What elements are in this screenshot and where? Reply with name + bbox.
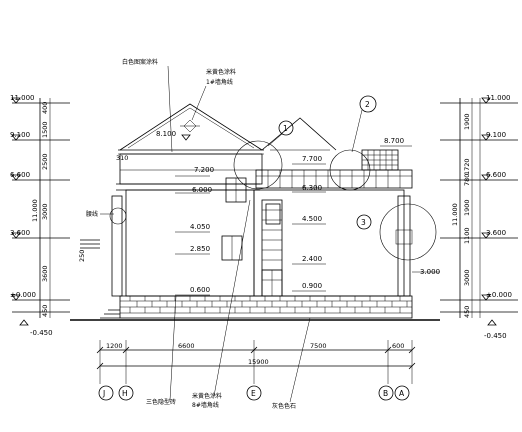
left-dim-11000: 11.000 [31, 199, 39, 222]
right-dim-3000: 3000 [463, 269, 471, 286]
detail-marker-3 [356, 214, 372, 230]
level-7700: 7.700 [302, 155, 322, 163]
level-0900: 0.900 [302, 282, 322, 290]
note-three-color-brick: 三色隐型砖 [146, 398, 176, 406]
brick-pattern [120, 296, 412, 314]
note-waist-line: 腰线 [86, 210, 98, 218]
right-level-11000: 11.000 [486, 94, 511, 102]
svg-text:J: J [102, 389, 105, 398]
left-level-column: 11.000 9.100 6.600 3.600 ±0.000 -0.450 4… [10, 94, 70, 337]
building [80, 103, 413, 319]
right-dim-1900a: 1900 [463, 113, 471, 130]
dim-total-15900: 15900 [248, 358, 269, 366]
svg-text:E: E [251, 389, 256, 398]
right-dim-1100: 1100 [463, 227, 471, 244]
note-gray-stone: 灰色色石 [272, 402, 296, 410]
right-dim-780: 780 [463, 174, 471, 186]
level-8100: 8.100 [156, 130, 176, 138]
detail-label-1: 1 [283, 124, 288, 133]
left-dim-400: 400 [41, 102, 49, 114]
right-level-6600: 6.600 [486, 171, 506, 179]
note-beige-paint-top: 米黄色涂料 [206, 68, 236, 76]
level-4050: 4.050 [190, 223, 210, 231]
left-level-3600: 3.600 [10, 229, 30, 237]
level-7200: 7.200 [194, 166, 214, 174]
bottom-dimensions: 1200 6600 7500 600 15900 [96, 340, 416, 384]
detail-circle-2 [329, 149, 371, 191]
detail-callouts: 1 2 3 [109, 95, 437, 261]
level-0600: 0.600 [190, 286, 210, 294]
detail-label-2: 2 [365, 100, 370, 109]
left-level-11000: 11.000 [10, 94, 35, 102]
right-level-column: 11.000 9.100 6.600 3.600 ±0.000 -0.450 1… [440, 94, 518, 340]
level-6300: 6.300 [302, 184, 322, 192]
right-dim-1720: 1720 [463, 158, 471, 175]
left-level-minus0450: -0.450 [30, 329, 53, 337]
left-level-6600: 6.600 [10, 171, 30, 179]
axis-H [118, 385, 134, 401]
axis-B [378, 385, 394, 401]
note-cornice-1: 1#墙角线 [206, 78, 233, 86]
right-dim-1900b: 1900 [463, 199, 471, 216]
left-dim-2500: 2500 [41, 153, 49, 170]
annotations: 白色图案涂料 米黄色涂料 1#墙角线 腰线 三色隐型砖 米黄色涂料 8#墙角线 … [86, 58, 311, 410]
svg-text:H: H [122, 389, 128, 398]
dim-7500: 7500 [310, 342, 327, 350]
left-level-9100: 9.100 [10, 131, 30, 139]
axis-A [394, 385, 410, 401]
svg-text:A: A [399, 389, 405, 398]
svg-text:B: B [383, 389, 388, 398]
axis-bubbles: J H E B A [98, 385, 410, 401]
detail-marker-2 [359, 95, 377, 113]
right-dim-450: 450 [463, 306, 471, 318]
detail-label-3: 3 [361, 218, 366, 227]
dim-600: 600 [392, 342, 404, 350]
left-dim-3000: 3000 [41, 203, 49, 220]
right-level-0000: ±0.000 [486, 291, 512, 299]
right-dim-11000: 11.000 [451, 203, 459, 226]
right-level-3600: 3.600 [486, 229, 506, 237]
note-white-pattern-paint: 白色图案涂料 [122, 58, 158, 66]
left-dim-450: 450 [41, 305, 49, 317]
side-stair [80, 239, 100, 249]
level-2400: 2.400 [302, 255, 322, 263]
right-level-minus0450: -0.450 [484, 332, 507, 340]
gable-roof [119, 103, 263, 151]
level-8700: 8.700 [384, 137, 404, 145]
level-2850: 2.850 [190, 245, 210, 253]
left-dim-1500: 1500 [41, 121, 49, 138]
dim-1200: 1200 [106, 342, 123, 350]
detail-circle-3 [379, 203, 437, 261]
level-3000: 3.000 [420, 268, 440, 276]
dim-6600: 6600 [178, 342, 195, 350]
dim-310: 310 [116, 154, 128, 162]
detail-marker-1 [278, 120, 294, 136]
note-cornice-8: 8#墙角线 [192, 401, 219, 409]
level-4500: 4.500 [302, 215, 322, 223]
right-level-9100: 9.100 [486, 131, 506, 139]
detail-circle-1 [233, 140, 283, 190]
dim-250: 250 [78, 250, 86, 262]
axis-E [246, 385, 262, 401]
interior-levels: 8.100 7.200 6.000 4.050 2.850 0.600 7.70… [78, 130, 440, 296]
left-level-0000: ±0.000 [10, 291, 36, 299]
level-6000: 6.000 [192, 186, 212, 194]
balcony-railing [267, 170, 401, 188]
axis-J [98, 385, 114, 401]
note-beige-paint-bottom: 米黄色涂料 [192, 392, 222, 400]
left-dim-3600: 3600 [41, 265, 49, 282]
